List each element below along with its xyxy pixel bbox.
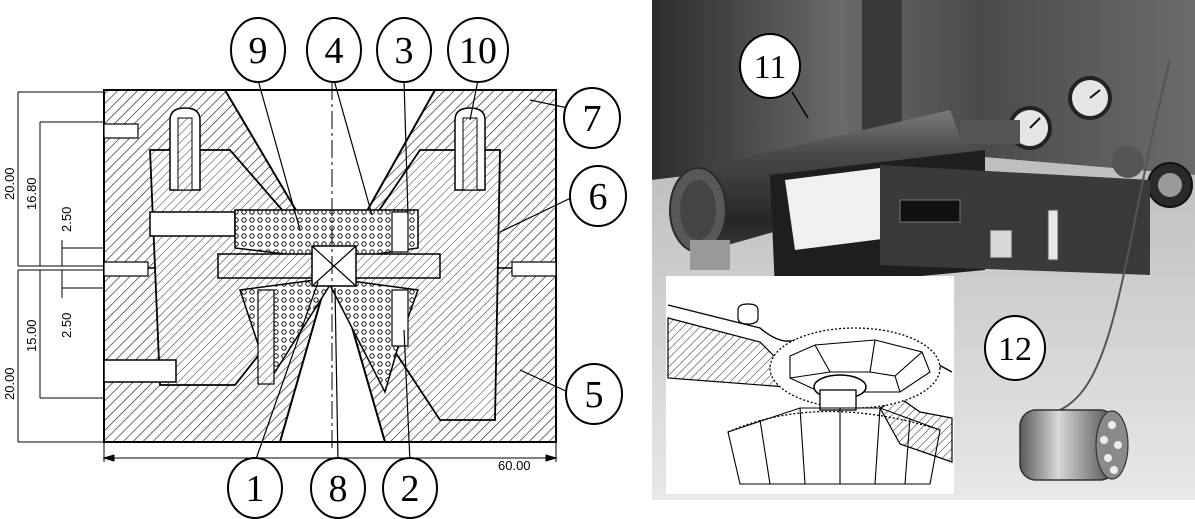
- ejector-right-low: [391, 289, 409, 347]
- pressure-gauges: [960, 76, 1193, 208]
- dimensions: [17, 91, 558, 462]
- callout-1: 1: [227, 457, 283, 519]
- gate-cross: [311, 245, 357, 287]
- screw-left-top: [149, 211, 236, 237]
- side-channel-mid-right: [511, 261, 557, 277]
- callout-3: 3: [376, 17, 432, 83]
- dim-top-inner: 16.80: [24, 177, 39, 210]
- dim-bottom-outer: 20.00: [2, 367, 17, 400]
- svg-text:7: 7: [583, 98, 602, 140]
- svg-text:6: 6: [589, 176, 608, 218]
- ejector-right: [391, 211, 409, 253]
- part-pin: [737, 303, 759, 325]
- pressure-sensor: [1019, 409, 1129, 481]
- part-dome-facets: [789, 339, 931, 393]
- part-sketch-inset: [666, 276, 954, 494]
- apparatus-photo: 11 12: [652, 0, 1195, 500]
- ejector-left: [257, 289, 275, 385]
- svg-text:3: 3: [395, 30, 414, 72]
- mould-drawing: 20.00 16.80 2.50 20.00 15.00 2.50 60.00 …: [2, 17, 627, 519]
- svg-text:1: 1: [246, 468, 265, 510]
- callout-11: 11: [739, 33, 809, 119]
- svg-text:11: 11: [754, 49, 787, 86]
- leader-lines: [254, 79, 576, 463]
- part-gate: [819, 389, 857, 411]
- callout-5: 5: [565, 363, 623, 425]
- callout-12: 12: [984, 315, 1046, 381]
- bolt-right: [462, 117, 478, 191]
- callout-2: 2: [382, 457, 438, 519]
- svg-text:10: 10: [459, 30, 497, 72]
- svg-text:9: 9: [249, 30, 268, 72]
- callout-10: 10: [447, 17, 509, 83]
- svg-text:8: 8: [329, 468, 348, 510]
- callout-6: 6: [569, 165, 627, 227]
- callout-9: 9: [230, 17, 286, 83]
- controller-box: [690, 150, 1150, 290]
- dim-bottom-inner: 15.00: [24, 319, 39, 352]
- bolt-left: [177, 117, 193, 191]
- dim-width: 60.00: [498, 458, 531, 473]
- dim-top-outer: 20.00: [2, 167, 17, 200]
- screw-left-bottom: [103, 359, 177, 383]
- side-channel-top: [103, 123, 139, 139]
- svg-text:4: 4: [325, 30, 344, 72]
- callout-4: 4: [306, 17, 362, 83]
- sensor-cable: [1059, 59, 1171, 411]
- side-channel-mid-left: [103, 261, 149, 277]
- dim-bottom-small: 2.50: [59, 313, 74, 338]
- svg-text:2: 2: [401, 468, 420, 510]
- svg-text:5: 5: [585, 374, 604, 416]
- dim-top-small: 2.50: [59, 207, 74, 232]
- part-lower-rim: [727, 410, 941, 433]
- svg-text:12: 12: [998, 331, 1032, 368]
- callout-8: 8: [310, 457, 366, 519]
- callout-7: 7: [563, 87, 621, 149]
